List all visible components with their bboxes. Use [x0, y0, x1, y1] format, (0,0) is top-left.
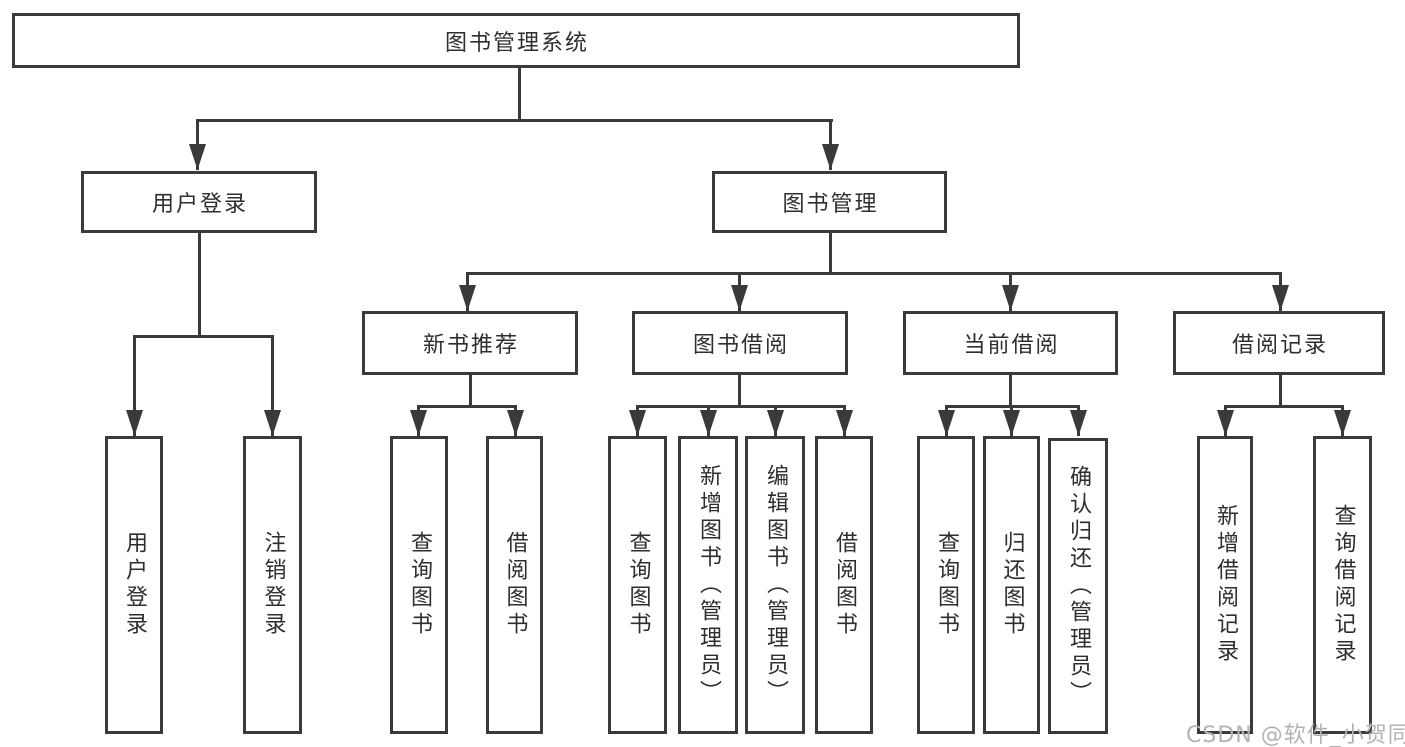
- leaf-query-books-borrowing: 查询图书: [608, 436, 667, 734]
- node-book-borrowing: 图书借阅: [632, 311, 848, 375]
- leaf-logout-label: 注销登录: [260, 531, 286, 639]
- connector-line: [133, 335, 274, 338]
- leaf-logout: 注销登录: [243, 436, 302, 734]
- arrowhead-icon: [822, 144, 839, 170]
- connector-line: [1009, 375, 1012, 407]
- connector-line: [829, 233, 832, 274]
- leaf-add-borrow-record-label: 新增借阅记录: [1213, 504, 1238, 666]
- leaf-query-books-recommend-label: 查询图书: [407, 531, 432, 639]
- arrowhead-icon: [1272, 285, 1289, 311]
- connector-line: [636, 405, 846, 408]
- leaf-edit-book-admin: 编辑图书（管理员）: [745, 436, 805, 734]
- node-new-book-recommend-label: 新书推荐: [422, 333, 519, 358]
- connector-line: [518, 68, 521, 121]
- node-borrowing-records-label: 借阅记录: [1231, 333, 1328, 358]
- arrowhead-icon: [264, 410, 281, 436]
- arrowhead-icon: [410, 410, 427, 436]
- connector-line: [271, 335, 274, 436]
- arrowhead-icon: [731, 285, 748, 311]
- leaf-query-books-current: 查询图书: [917, 436, 975, 734]
- arrowhead-icon: [1217, 410, 1234, 436]
- connector-line: [466, 272, 1282, 275]
- leaf-borrow-books-borrowing-label: 借阅图书: [832, 531, 857, 639]
- leaf-query-borrow-record: 查询借阅记录: [1313, 436, 1372, 734]
- leaf-user-login-label: 用户登录: [122, 531, 147, 639]
- node-root-label: 图书管理系统: [444, 30, 589, 56]
- leaf-query-borrow-record-label: 查询借阅记录: [1330, 504, 1356, 666]
- leaf-query-books-current-label: 查询图书: [934, 531, 959, 639]
- connector-line: [196, 119, 833, 122]
- arrowhead-icon: [126, 410, 143, 436]
- node-borrowing-records: 借阅记录: [1173, 311, 1385, 375]
- connector-line: [738, 375, 741, 407]
- node-new-book-recommend: 新书推荐: [362, 311, 578, 375]
- arrowhead-icon: [629, 410, 646, 436]
- node-current-borrowing: 当前借阅: [903, 311, 1118, 375]
- node-book-management: 图书管理: [712, 171, 947, 233]
- arrowhead-icon: [1003, 410, 1020, 436]
- node-current-borrowing-label: 当前借阅: [963, 333, 1060, 358]
- leaf-query-books-borrowing-label: 查询图书: [625, 531, 651, 639]
- arrowhead-icon: [938, 410, 955, 436]
- leaf-borrow-books-borrowing: 借阅图书: [815, 436, 873, 734]
- arrowhead-icon: [189, 144, 206, 170]
- node-book-borrowing-label: 图书借阅: [692, 333, 789, 358]
- connector-line: [469, 375, 472, 407]
- leaf-borrow-books-recommend-label: 借阅图书: [502, 531, 528, 639]
- connector-line: [1279, 375, 1282, 407]
- node-user-login-label: 用户登录: [151, 192, 248, 217]
- arrowhead-icon: [1070, 410, 1087, 436]
- connector-line: [417, 405, 517, 408]
- arrowhead-icon: [1002, 285, 1019, 311]
- node-user-login: 用户登录: [81, 171, 317, 233]
- connector-line: [198, 233, 201, 337]
- leaf-user-login: 用户登录: [105, 436, 163, 734]
- csdn-watermark: CSDN @软件_小贺同学: [1186, 723, 1405, 747]
- leaf-add-borrow-record: 新增借阅记录: [1197, 436, 1253, 734]
- leaf-add-book-admin-label: 新增图书（管理员）: [696, 463, 721, 707]
- leaf-query-books-recommend: 查询图书: [390, 436, 448, 734]
- arrowhead-icon: [1334, 410, 1351, 436]
- leaf-add-book-admin: 新增图书（管理员）: [678, 436, 738, 734]
- connector-line: [1224, 405, 1344, 408]
- leaf-edit-book-admin-label: 编辑图书（管理员）: [763, 463, 788, 707]
- leaf-return-book: 归还图书: [983, 436, 1040, 734]
- leaf-confirm-return-admin-label: 确认归还（管理员）: [1066, 464, 1091, 708]
- connector-line: [133, 335, 136, 436]
- arrowhead-icon: [836, 410, 853, 436]
- leaf-confirm-return-admin: 确认归还（管理员）: [1048, 438, 1108, 734]
- node-book-management-label: 图书管理: [782, 192, 879, 217]
- arrowhead-icon: [507, 410, 524, 436]
- leaf-borrow-books-recommend: 借阅图书: [486, 436, 543, 734]
- arrowhead-icon: [700, 410, 717, 436]
- node-root: 图书管理系统: [12, 13, 1020, 68]
- leaf-return-book-label: 归还图书: [999, 531, 1025, 639]
- arrowhead-icon: [459, 285, 476, 311]
- arrowhead-icon: [767, 410, 784, 436]
